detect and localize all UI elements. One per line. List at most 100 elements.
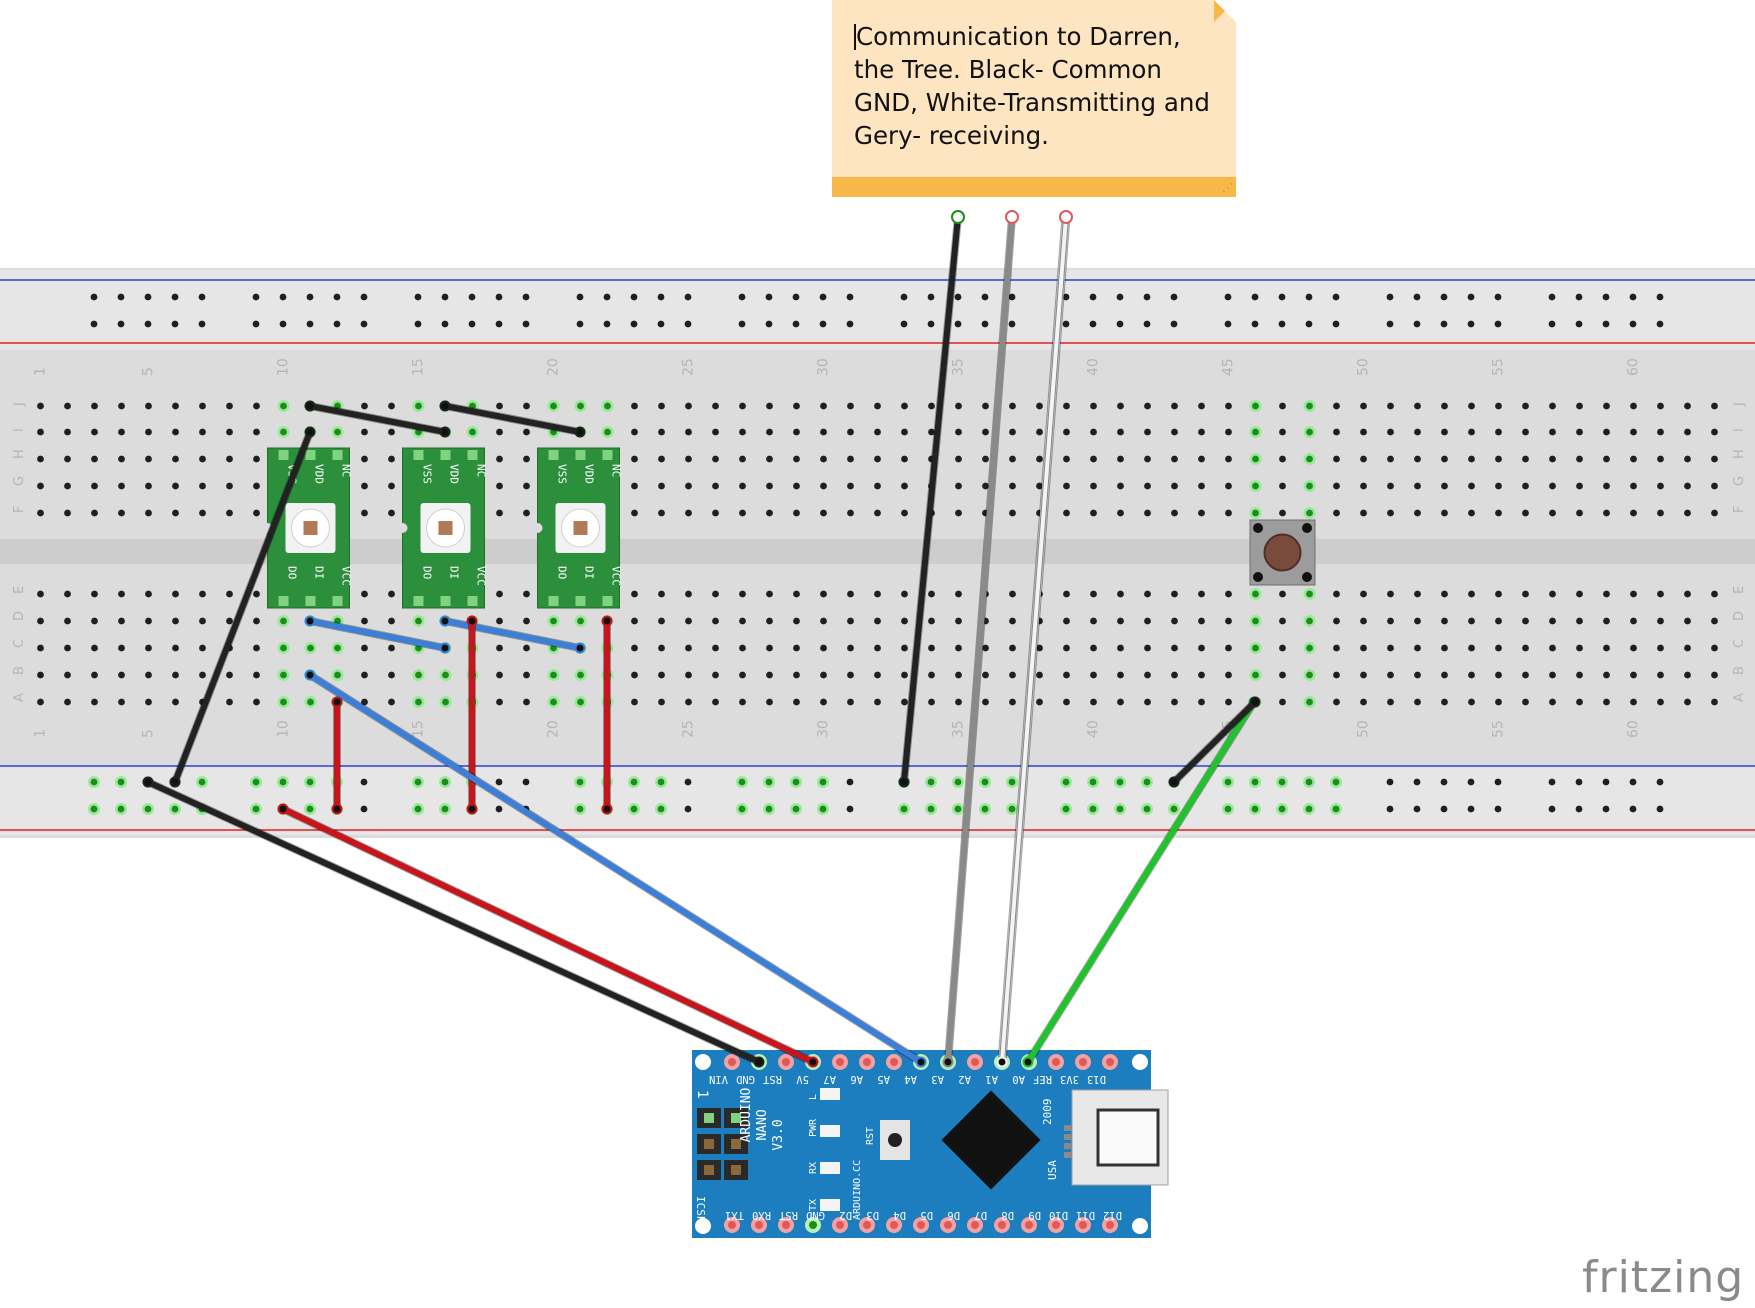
rail-hole — [468, 293, 476, 301]
rail-hole — [981, 805, 989, 813]
breadboard-hole — [1495, 455, 1502, 463]
breadboard-hole — [1279, 455, 1286, 463]
rail-hole — [279, 293, 287, 301]
breadboard-hole — [901, 590, 908, 598]
breadboard-hole — [1657, 644, 1664, 652]
breadboard-hole — [1360, 617, 1367, 625]
breadboard-hole — [1657, 671, 1664, 679]
rail-hole — [414, 778, 422, 786]
wire-end — [439, 400, 451, 412]
breadboard-hole — [874, 644, 881, 652]
breadboard-hole — [658, 590, 665, 598]
breadboard-hole — [199, 402, 206, 410]
row-letter: E — [1732, 586, 1747, 594]
rail-hole — [252, 320, 260, 328]
breadboard-hole — [1036, 644, 1043, 652]
pin-label: D12 — [1103, 1209, 1122, 1221]
row-letter: D — [1732, 611, 1747, 621]
rail-hole — [927, 320, 935, 328]
sticky-note[interactable]: Communication to Darren, the Tree. Black… — [832, 0, 1236, 197]
resize-grip-icon[interactable]: ⋰ — [1222, 181, 1233, 194]
breadboard-hole — [793, 671, 800, 679]
breadboard-hole — [928, 402, 935, 410]
rail-hole — [1575, 320, 1583, 328]
wire-end — [466, 803, 478, 815]
breadboard-hole — [1387, 617, 1394, 625]
header-pin-hole — [971, 1221, 979, 1229]
breadboard-hole — [766, 455, 773, 463]
rail-hole — [1494, 320, 1502, 328]
rail-hole — [1251, 805, 1259, 813]
breadboard-hole — [874, 482, 881, 490]
breadboard-hole — [739, 402, 746, 410]
breadboard-hole — [1495, 482, 1502, 490]
rail-hole — [954, 778, 962, 786]
mount-hole — [1132, 1218, 1148, 1234]
header-pin-hole — [917, 1221, 925, 1229]
module-pad — [467, 596, 478, 606]
breadboard-hole — [901, 698, 908, 706]
rail-hole — [576, 320, 584, 328]
breadboard-hole — [226, 617, 233, 625]
breadboard-hole — [1090, 428, 1097, 436]
breadboard-hole — [955, 590, 962, 598]
module-pin-label: VCC — [475, 566, 488, 586]
breadboard-hole — [280, 698, 287, 706]
breadboard-hole — [442, 698, 449, 706]
rail-hole — [1278, 293, 1286, 301]
breadboard-hole — [793, 644, 800, 652]
breadboard-hole — [496, 644, 503, 652]
rail-hole — [1332, 293, 1340, 301]
rail-hole — [1116, 805, 1124, 813]
breadboard-hole — [226, 455, 233, 463]
breadboard-hole — [1441, 644, 1448, 652]
breadboard-hole — [1711, 428, 1718, 436]
breadboard-hole — [1333, 455, 1340, 463]
breadboard-hole — [1279, 698, 1286, 706]
breadboard-hole — [1306, 509, 1313, 517]
vendor-label: ARDUINO.CC — [852, 1160, 863, 1220]
breadboard-hole — [658, 482, 665, 490]
breadboard-hole — [955, 428, 962, 436]
breadboard-hole — [1036, 455, 1043, 463]
breadboard-hole — [1090, 644, 1097, 652]
breadboard-hole — [1441, 617, 1448, 625]
breadboard-hole — [145, 428, 152, 436]
breadboard-hole — [874, 671, 881, 679]
breadboard-hole — [1333, 617, 1340, 625]
header-pin-hole — [1025, 1221, 1033, 1229]
breadboard-hole — [415, 698, 422, 706]
rail-hole — [1629, 293, 1637, 301]
row-letter: J — [12, 402, 27, 407]
breadboard-hole — [631, 509, 638, 517]
breadboard-hole — [739, 671, 746, 679]
button-leg — [1253, 523, 1263, 533]
wire-end — [915, 1056, 927, 1068]
icsp-pad — [704, 1139, 714, 1149]
breadboard-hole — [1549, 590, 1556, 598]
model-label: NANO — [755, 1109, 770, 1140]
wire-end — [574, 642, 586, 654]
pin-label: A4 — [904, 1073, 917, 1085]
breadboard-hole — [1711, 671, 1718, 679]
rail-hole — [1224, 293, 1232, 301]
rail-hole — [522, 293, 530, 301]
breadboard-hole — [1387, 698, 1394, 706]
pin-label: D13 — [1087, 1073, 1106, 1085]
breadboard-hole — [1441, 590, 1448, 598]
breadboard-hole — [226, 428, 233, 436]
breadboard-hole — [1630, 402, 1637, 410]
breadboard-hole — [145, 509, 152, 517]
led-die — [573, 521, 588, 535]
reset-button-cap — [888, 1133, 902, 1147]
pin-label: A7 — [823, 1073, 836, 1085]
rail-hole — [1656, 293, 1664, 301]
breadboard-hole — [37, 644, 44, 652]
breadboard-hole — [1306, 671, 1313, 679]
breadboard-hole — [1306, 482, 1313, 490]
module-pad — [332, 596, 343, 606]
breadboard-hole — [361, 644, 368, 652]
breadboard-hole — [685, 671, 692, 679]
